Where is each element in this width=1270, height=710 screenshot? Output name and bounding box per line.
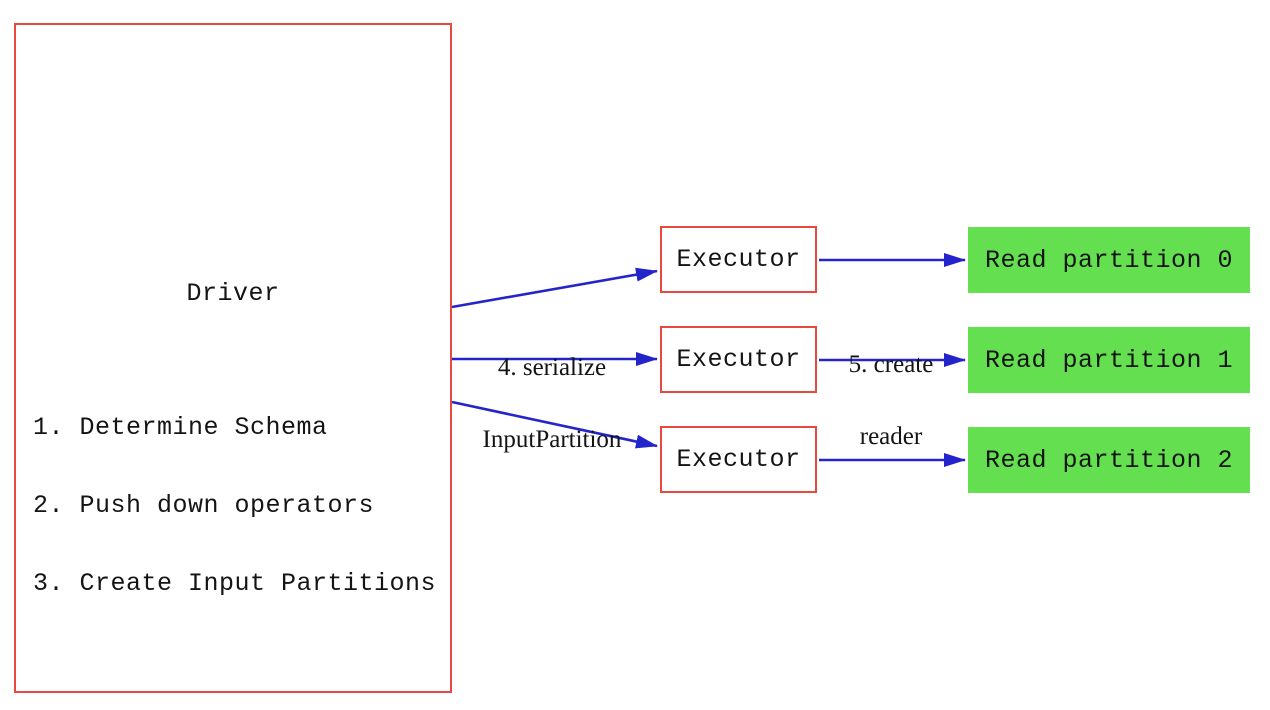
edge-label-line: 5. create: [848, 351, 934, 378]
read-partition-label: Read partition 2: [984, 445, 1234, 475]
read-partition-label: Read partition 1: [984, 345, 1234, 375]
read-partition-node-1: Read partition 1: [968, 327, 1250, 393]
read-partition-node-0: Read partition 0: [968, 227, 1250, 293]
read-partition-node-2: Read partition 2: [968, 427, 1250, 493]
edge-label-line: 4. serialize: [497, 354, 607, 381]
driver-node: Driver 1. Determine Schema 2. Push down …: [14, 23, 452, 693]
executor-node-0: Executor: [660, 226, 817, 293]
arrow-driver-to-executor-0: [451, 267, 658, 309]
driver-step: 2. Push down operators: [33, 491, 375, 520]
driver-step-list: 1. Determine Schema 2. Push down operato…: [33, 363, 436, 649]
edge-label-line: InputPartition: [482, 426, 622, 453]
edge-label-serialize-inputpartition: 4. serialize InputPartition: [483, 308, 622, 500]
edge-label-create-reader: 5. create reader: [849, 305, 934, 497]
driver-step: 1. Determine Schema: [33, 413, 328, 442]
executor-node-1: Executor: [660, 326, 817, 393]
executor-label: Executor: [676, 345, 801, 374]
read-partition-label: Read partition 0: [984, 245, 1234, 275]
driver-title: Driver: [186, 279, 280, 308]
driver-step: 3. Create Input Partitions: [33, 569, 437, 598]
executor-label: Executor: [676, 245, 801, 274]
executor-node-2: Executor: [660, 426, 817, 493]
executor-label: Executor: [676, 445, 801, 474]
edge-label-line: reader: [859, 423, 923, 450]
